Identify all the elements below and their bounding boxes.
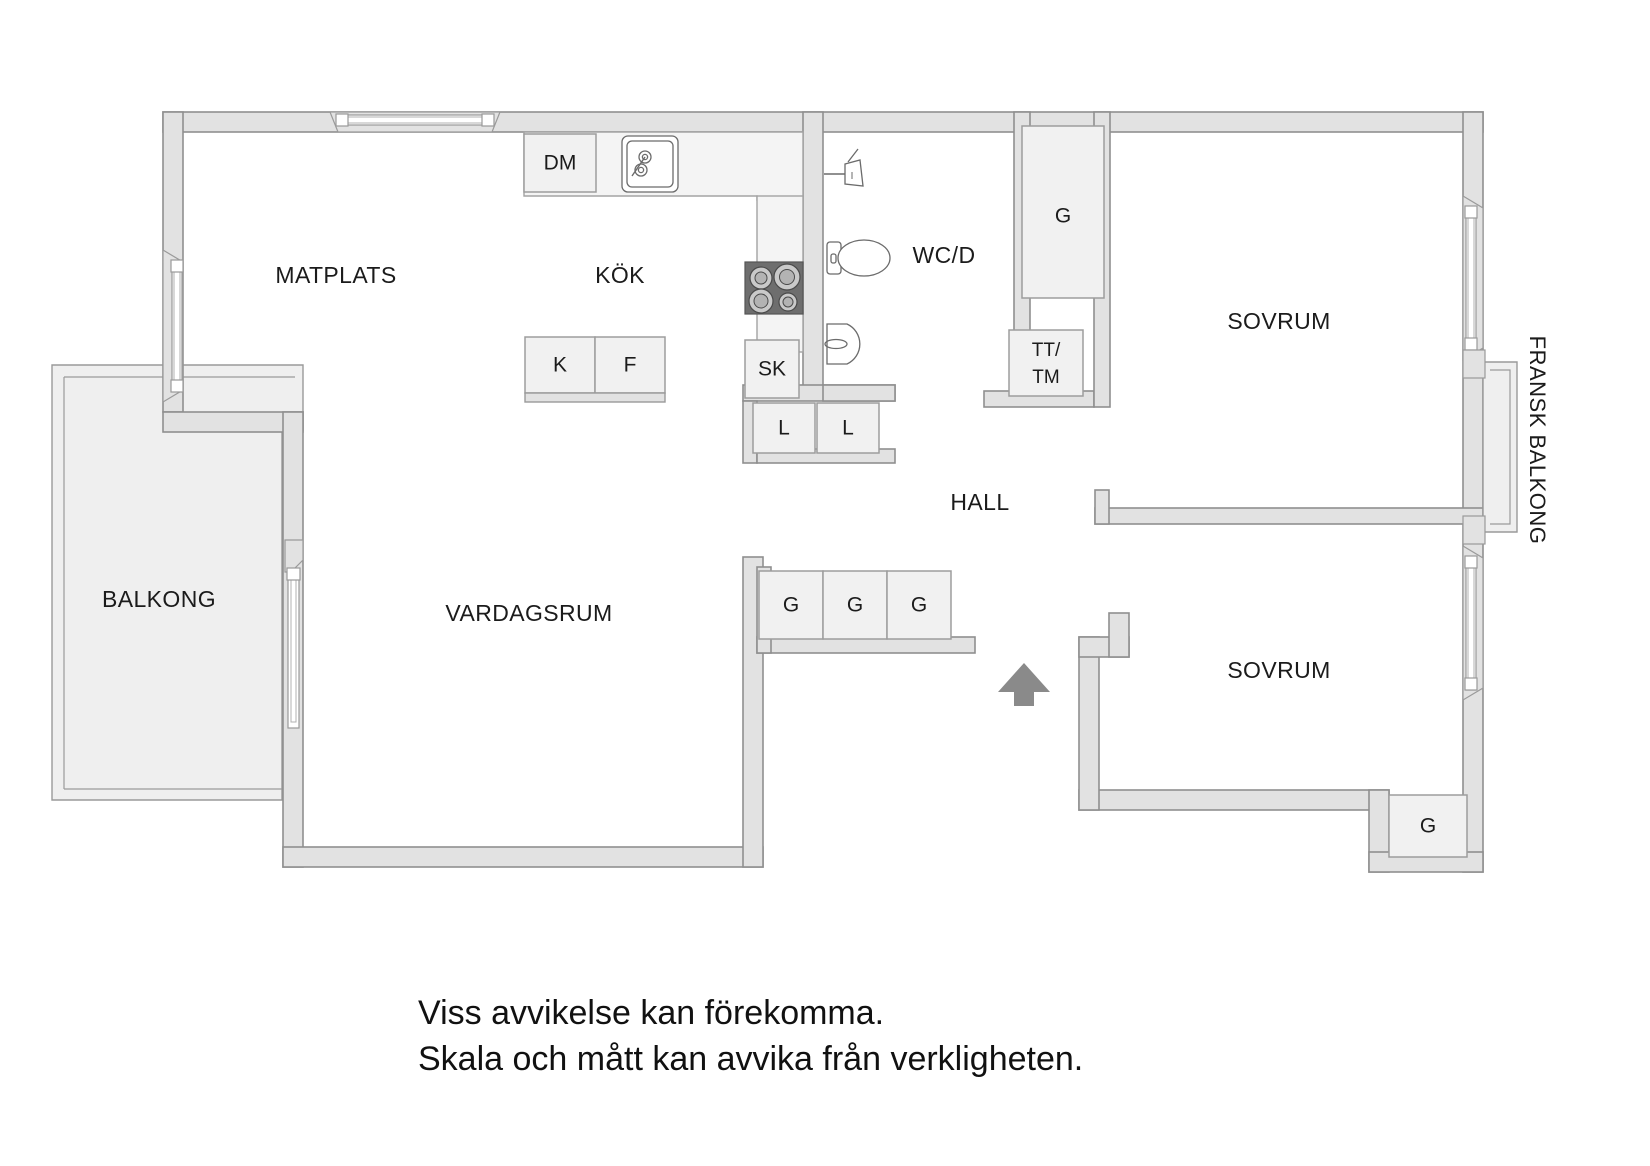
wall-bath-bottom [822,384,896,402]
door-living-balcony [284,539,304,729]
bathroom-fittings [824,148,891,365]
room-label-vardagsrum: VARDAGSRUM [445,600,612,626]
cabinet-g-bedroom2 [1388,794,1468,858]
disclaimer-block: Viss avvikelse kan förekomma. Skala och … [418,994,1083,1078]
room-label-fransk-balkong: FRANSK BALKONG [1525,336,1550,545]
fransk-balkong-recess [1462,349,1518,545]
room-label-wc-d: WC/D [913,242,976,268]
room-label-balkong: BALKONG [102,586,216,612]
wall-bedroom1-doorjamb [1094,489,1110,525]
window-bedroom1-right [1462,194,1484,362]
room-label-matplats: MATPLATS [275,262,396,288]
wall-bottom-bedroom2 [1078,789,1390,811]
kitchen-counter-side [756,195,804,265]
cabinet-k [524,336,596,394]
entrance-arrow-icon [998,663,1050,706]
cabinet-g-hall-1-label: G [783,594,799,617]
cabinet-tt-tm [1008,329,1084,397]
cabinet-g-hall-2-label: G [847,594,863,617]
cabinet-l-1 [752,402,816,454]
kitchen-fittings: DM [523,131,880,454]
room-label-sovrum-2: SOVRUM [1227,657,1330,683]
window-dining-top [329,111,501,133]
wall-bedroom1-bottom [1094,507,1484,525]
room-labels: MATPLATS KÖK WC/D SOVRUM HALL VARDAGSRUM… [102,242,1550,683]
wall-step-horizontal [162,411,304,433]
cabinet-g-wc [1021,125,1105,299]
disclaimer-line-2: Skala och mått kan avvika från verklighe… [418,1040,1083,1078]
disclaimer-line-1: Viss avvikelse kan förekomma. [418,994,884,1032]
room-label-kok: KÖK [595,262,645,288]
washbasin-icon [824,323,861,365]
cabinet-dm-label: DM [544,152,577,175]
cabinet-g-wc-label: G [1055,205,1071,228]
cabinet-f [594,336,666,394]
cabinet-g-hall-3-label: G [911,594,927,617]
cabinet-k-label: K [553,354,567,377]
openings [162,111,1518,729]
wall-bedroom2-left [1078,636,1100,811]
stove-cooktop-icon [744,261,804,315]
cabinet-g-hall-1 [758,570,824,640]
closets: G TT/ TM G G G G [758,125,1468,858]
toilet-icon [826,239,891,277]
cabinet-l-1-label: L [778,417,790,440]
kitchen-sink-icon [621,135,679,193]
cabinet-f-label: F [624,354,637,377]
cabinet-dm [523,133,597,193]
cabinet-g-bedroom2-label: G [1420,815,1436,838]
wall-bedroom2-doorjamb [1108,612,1130,658]
island-base [524,392,666,403]
cabinet-sk [744,339,800,399]
window-dining-left [162,248,184,404]
window-bedroom2-right [1462,544,1484,702]
cabinet-g-hall-3 [886,570,952,640]
wall-bottom-living [282,846,764,868]
room-label-sovrum-1: SOVRUM [1227,308,1330,334]
shower-icon [824,148,864,187]
cabinet-l-2-label: L [842,417,854,440]
wall-kitchen-bath [802,111,824,395]
cabinet-tt-tm-label-1: TT/ [1032,340,1061,361]
cabinet-l-2 [816,402,880,454]
cabinet-sk-label: SK [758,358,786,381]
cabinet-tt-tm-label-2: TM [1032,367,1059,388]
room-label-hall: HALL [950,489,1009,515]
